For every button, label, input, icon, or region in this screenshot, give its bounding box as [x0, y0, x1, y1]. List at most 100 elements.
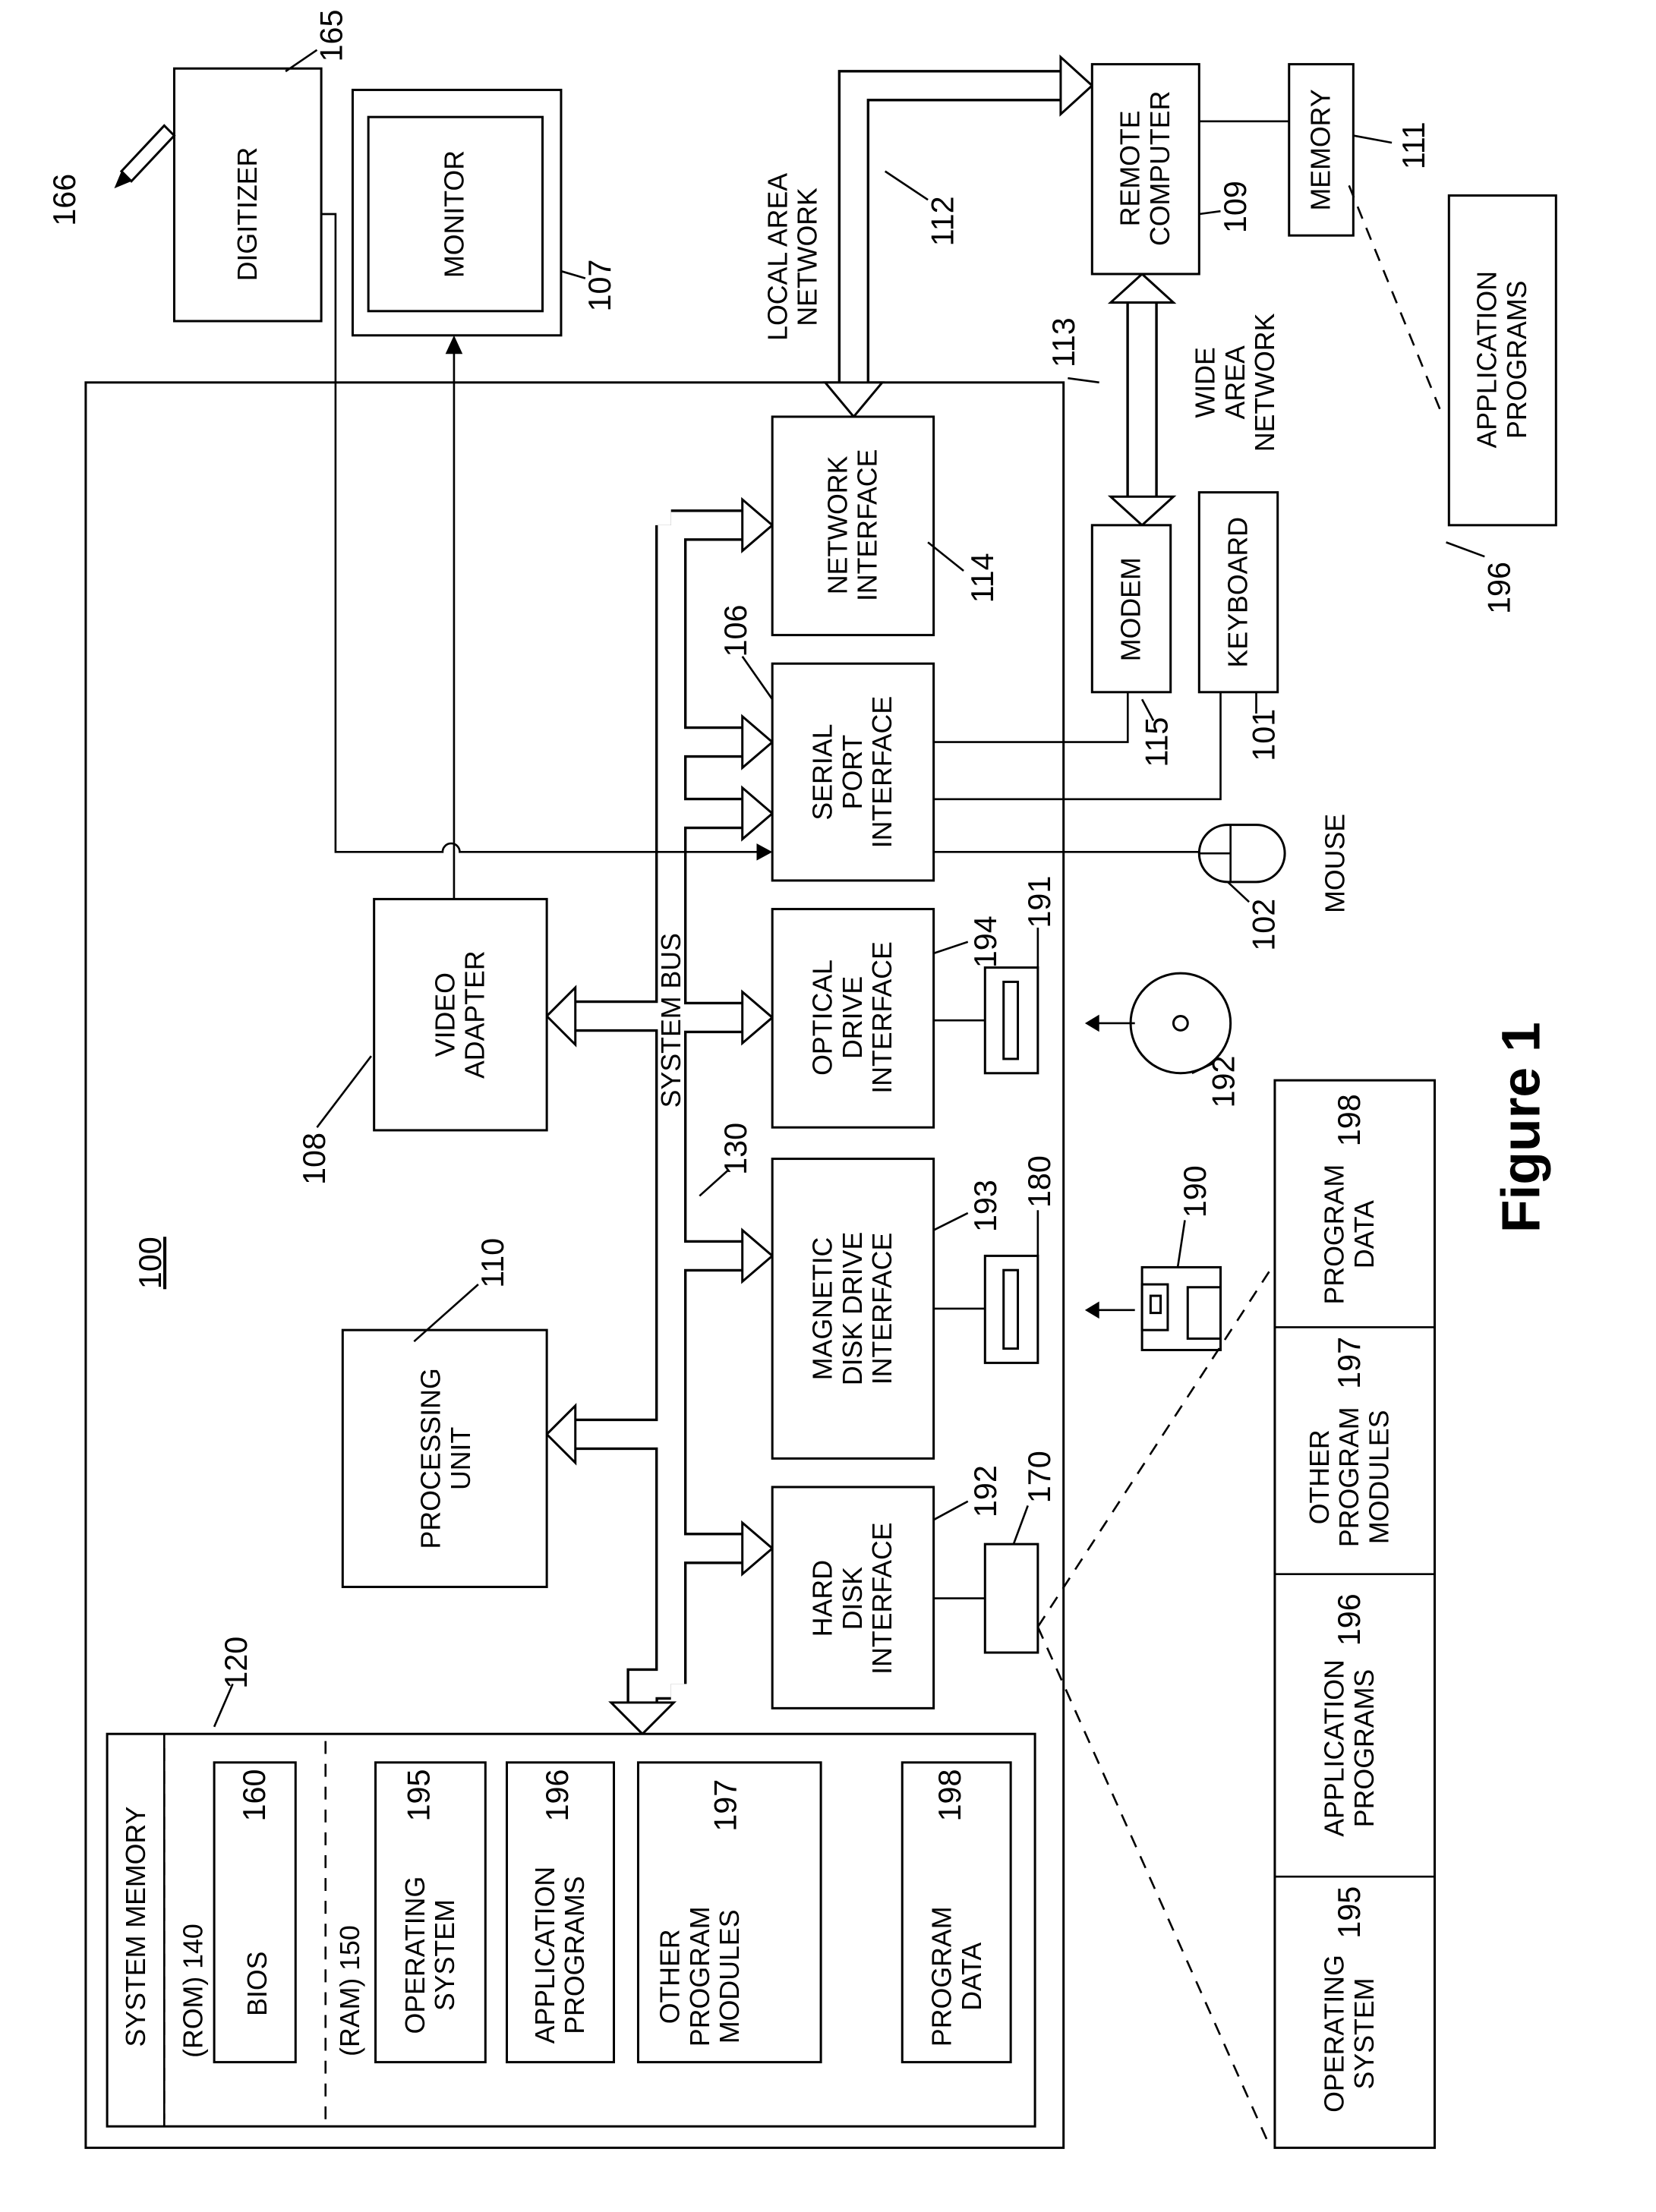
ref-100-line: 100 [133, 1237, 168, 1289]
apps-label-line: PROGRAMS [560, 1876, 590, 2034]
ref-194-line: 194 [968, 915, 1003, 968]
remote-memory-label: MEMORY [1306, 89, 1336, 210]
ref-192: 192 [968, 1465, 1003, 1517]
mouse-label: MOUSE [1320, 814, 1350, 913]
wan-label: WIDEAREANETWORK [1191, 313, 1281, 452]
ref-120-line: 120 [219, 1637, 254, 1689]
hd-os-label-line: OPERATING [1320, 1955, 1350, 2113]
figure-label: Figure 1 [1490, 1022, 1551, 1233]
ref-194: 194 [968, 915, 1003, 968]
ref-130-line: 130 [718, 1123, 753, 1175]
network-interface-label-line: INTERFACE [853, 449, 883, 601]
ref-102-line: 102 [1246, 899, 1281, 951]
remote-computer-label-line: COMPUTER [1145, 91, 1175, 246]
ram-label: (RAM) 150 [335, 1925, 365, 2056]
serial-port-label-line: SERIAL [808, 724, 838, 821]
ref-170-line: 170 [1022, 1451, 1057, 1503]
os-label-line: OPERATING [400, 1876, 431, 2034]
ref-100: 100 [133, 1237, 168, 1289]
hard-disk-interface-label-line: INTERFACE [867, 1522, 897, 1674]
network-interface-label: NETWORKINTERFACE [822, 449, 882, 601]
ref-111: 111 [1396, 121, 1431, 169]
system-bus-label-line: SYSTEM BUS [656, 933, 686, 1108]
ref-196-remote-line: 196 [1482, 562, 1517, 614]
rom-label-line: (ROM) 140 [178, 1924, 208, 2058]
remote-apps-label-line: PROGRAMS [1502, 281, 1532, 439]
hd-apps-label-line: PROGRAMS [1349, 1669, 1380, 1827]
ref-190-line: 190 [1178, 1165, 1213, 1218]
ref-108: 108 [297, 1133, 332, 1185]
hd-os-label-line: SYSTEM [1349, 1978, 1380, 2090]
optical-interface-label-line: OPTICAL [808, 959, 838, 1076]
ref-107-line: 107 [582, 259, 617, 311]
ref-106: 106 [718, 604, 753, 657]
ref-120: 120 [219, 1637, 254, 1689]
ref-193: 193 [968, 1180, 1003, 1232]
video-adapter-label-line: ADAPTER [460, 950, 490, 1079]
ref-109: 109 [1218, 181, 1253, 233]
lan-label-line: LOCAL AREA [762, 173, 793, 341]
hd-ref-198-line: 198 [1332, 1094, 1367, 1146]
hd-ref-198: 198 [1332, 1094, 1367, 1146]
wan-label-line: WIDE [1191, 347, 1221, 418]
hd-modules-label-line: OTHER [1304, 1429, 1335, 1524]
bios-label: BIOS [242, 1952, 273, 2016]
stylus-pen-icon [115, 125, 175, 188]
ref-197: 197 [708, 1779, 743, 1832]
wan-arrow-remote [1111, 274, 1174, 303]
hd-modules-label-line: PROGRAM [1334, 1407, 1364, 1548]
remote-memory-label-line: MEMORY [1306, 89, 1336, 210]
serial-port-label-line: INTERFACE [867, 696, 897, 848]
ref-110: 110 [475, 1238, 510, 1288]
optical-interface-label-line: INTERFACE [867, 941, 897, 1093]
ref-115: 115 [1139, 717, 1174, 767]
magnetic-interface-label: MAGNETICDISK DRIVEINTERFACE [808, 1232, 898, 1385]
apps-label: APPLICATIONPROGRAMS [530, 1867, 590, 2044]
wan-label-line: AREA [1220, 345, 1251, 419]
hd-apps-label: APPLICATIONPROGRAMS [1320, 1659, 1380, 1837]
ref-170: 170 [1022, 1451, 1057, 1503]
processing-unit-label-line: PROCESSING [416, 1368, 446, 1549]
ref-113-line: 113 [1046, 317, 1081, 367]
figure-label-line: Figure 1 [1490, 1022, 1551, 1233]
ref-195: 195 [401, 1769, 436, 1822]
ram-label-line: (RAM) 150 [335, 1925, 365, 2056]
modules-label-line: OTHER [655, 1929, 686, 2024]
ref-160-line: 160 [237, 1769, 272, 1822]
ref-160: 160 [237, 1769, 272, 1822]
lan-arrow-remote [1061, 57, 1092, 114]
ref-109-line: 109 [1218, 181, 1253, 233]
hard-drive [985, 1544, 1038, 1653]
ref-198: 198 [932, 1769, 967, 1822]
system-memory-title: SYSTEM MEMORY [121, 1806, 151, 2047]
keyboard-label: KEYBOARD [1223, 517, 1254, 667]
hard-disk-interface-label-line: DISK [837, 1567, 868, 1631]
remote-computer-label: REMOTECOMPUTER [1115, 91, 1175, 246]
hd-modules-label-line: MODULES [1364, 1410, 1394, 1544]
hard-disk-interface-label-line: HARD [808, 1560, 838, 1637]
hd-ref-197-line: 197 [1332, 1337, 1367, 1389]
digitizer-label-line: DIGITIZER [232, 147, 263, 282]
hd-ref-196-line: 196 [1332, 1593, 1367, 1646]
ref-198-line: 198 [932, 1769, 967, 1822]
ref-111-line: 111 [1396, 121, 1431, 169]
os-label: OPERATINGSYSTEM [400, 1876, 460, 2034]
ref-190: 190 [1178, 1165, 1213, 1218]
remote-apps-label-line: APPLICATION [1472, 271, 1503, 449]
program-data-label-line: PROGRAM [927, 1907, 957, 2047]
ref-112-line: 112 [925, 196, 960, 246]
optical-interface-label-line: DRIVE [837, 976, 868, 1059]
program-data-label-line: DATA [957, 1943, 987, 2011]
os-label-line: SYSTEM [430, 1899, 460, 2011]
monitor-label-line: MONITOR [439, 150, 469, 278]
ref-106-line: 106 [718, 604, 753, 657]
video-adapter-label-line: VIDEO [430, 972, 460, 1057]
ref-196-line: 196 [540, 1769, 575, 1822]
remote-apps-label: APPLICATIONPROGRAMS [1472, 271, 1532, 449]
wan-label-line: NETWORK [1250, 313, 1280, 452]
mouse-label-line: MOUSE [1320, 814, 1350, 913]
serial-port-label-line: PORT [837, 735, 868, 810]
ref-191: 191 [1022, 876, 1057, 928]
ref-197-line: 197 [708, 1779, 743, 1832]
